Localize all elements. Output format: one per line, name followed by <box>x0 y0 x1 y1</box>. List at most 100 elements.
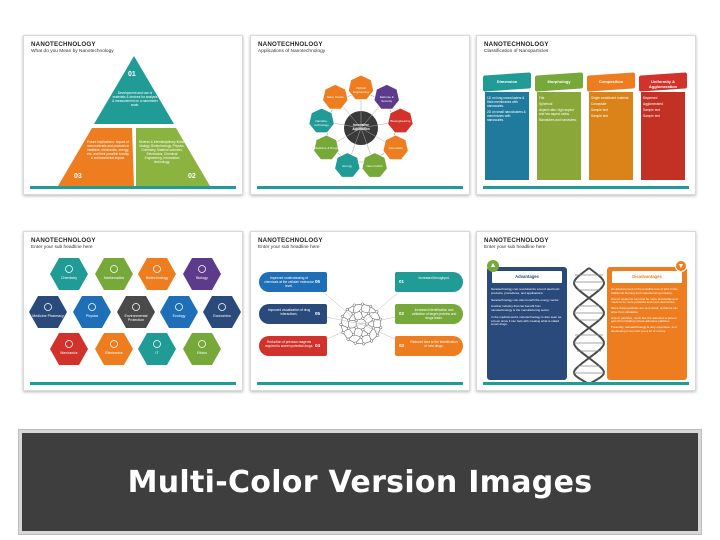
class-bullet: 2D on small nanoclusters & membranes wit… <box>487 110 526 122</box>
discipline-icon <box>175 303 183 311</box>
discipline-hexagon <box>73 296 111 328</box>
discipline-icon <box>44 303 52 311</box>
slide-definition[interactable]: NANOTECHNOLOGY What do you Mean by Nanot… <box>23 35 243 195</box>
slide-drug-discovery[interactable]: NANOTECHNOLOGY Enter your sub headline h… <box>250 231 470 391</box>
disadvantage-bullet: Since these particles are very small, pr… <box>611 306 678 314</box>
discipline-hexagon <box>117 296 155 328</box>
discipline-hexagon <box>29 296 67 328</box>
discipline-label: Ethics <box>197 351 207 355</box>
discipline-label: Chemistry <box>60 276 78 280</box>
benefit-pill-left <box>259 272 327 292</box>
class-bullet: Spherical <box>539 102 553 106</box>
discipline-hexagon <box>50 333 88 365</box>
discipline-label: Environmental Protection <box>124 314 148 323</box>
discipline-icon <box>132 303 140 311</box>
benefit-num: 04 <box>315 343 321 348</box>
disadvantage-bullet: Presently, nanotechnology is very expens… <box>611 325 677 333</box>
triangle-diagram <box>58 56 210 186</box>
discipline-icon <box>153 265 161 273</box>
class-bullet: Aspect ratio: high aspect and low aspect… <box>539 108 574 116</box>
disadvantage-bullet: Atomic particles, much like the asbestos… <box>611 315 677 324</box>
benefit-text: Reduction of previous reagents required … <box>264 340 314 348</box>
benefit-num: 05 <box>315 311 321 316</box>
app-hexagon <box>382 134 409 161</box>
advantages-panel <box>487 267 567 380</box>
class-bullet: Single constituent material <box>591 96 629 100</box>
slide-applications[interactable]: NANOTECHNOLOGY Applications of Nanotechn… <box>250 35 470 195</box>
discipline-label: Biology <box>196 276 208 280</box>
app-label: Nano Fabric <box>366 163 383 168</box>
slide-title: NANOTECHNOLOGY <box>484 237 549 244</box>
slide-disciplines[interactable]: NANOTECHNOLOGY Enter your sub headline h… <box>23 231 243 391</box>
item-num-01: 01 <box>128 71 136 78</box>
benefit-pill-left <box>259 304 327 324</box>
class-bullet: Flat <box>539 96 545 100</box>
discipline-label: Mathematics <box>103 276 125 280</box>
discipline-icon <box>110 265 118 273</box>
discipline-label: Biotechnology <box>145 276 169 280</box>
slide-subtitle: Enter your sub headline here <box>31 245 93 250</box>
class-column-title: Uniformity & Agglomeration <box>648 79 678 89</box>
discipline-hexagon <box>183 258 221 290</box>
app-label: Medicine & Drugs <box>314 146 339 150</box>
item-num-02: 02 <box>188 173 196 180</box>
discipline-label: Economics <box>213 314 231 318</box>
advantages-title: Advantages <box>515 274 539 279</box>
discipline-hexagon <box>203 296 241 328</box>
class-column-title: Morphology <box>547 79 571 84</box>
benefit-pill-left <box>259 336 327 356</box>
class-column-body <box>589 92 633 180</box>
app-label: Nano Device <box>326 95 344 100</box>
caption-banner: Multi-Color Version Images <box>18 429 702 535</box>
app-hexagon <box>308 107 335 134</box>
discipline-icon <box>218 303 226 311</box>
disadvantage-bullet: An advancement in the possible loss of j… <box>611 287 678 295</box>
slide-classification[interactable]: NANOTECHNOLOGY Classification of Nanopar… <box>476 35 696 195</box>
slide-footer-bar <box>30 186 236 189</box>
app-label: Bioengineering <box>390 119 411 124</box>
discipline-hexagon <box>160 296 198 328</box>
advantages-header <box>491 270 563 284</box>
slide-subtitle: Enter your sub headline here <box>258 245 320 250</box>
app-hexagon <box>322 83 349 110</box>
class-bullet: Nanotubes and nanowires. <box>539 118 577 122</box>
item-num-03: 03 <box>74 173 82 180</box>
slide-title: NANOTECHNOLOGY <box>31 237 96 244</box>
benefit-num: 01 <box>399 279 405 284</box>
class-bullet: Sample text <box>643 108 660 112</box>
app-label: Optical Engineering <box>352 86 369 94</box>
discipline-hexagon <box>138 333 176 365</box>
advantage-bullet: Nanotechnology can revolutionize a lot o… <box>491 287 560 295</box>
app-label: Nanobio-technology <box>314 119 329 127</box>
discipline-hexagon <box>138 258 176 290</box>
triangle-top-segment <box>94 56 174 124</box>
discipline-label: Ecology <box>172 314 186 318</box>
banner-title: Multi-Color Version Images <box>127 464 593 500</box>
class-column-body <box>641 92 685 180</box>
benefit-text: Improved visualization of drug interacti… <box>267 308 311 316</box>
slide-title: NANOTECHNOLOGY <box>484 41 549 48</box>
class-bullet: Sample text <box>591 114 608 118</box>
slide-subtitle: Classification of Nanoparticles <box>484 49 549 54</box>
discipline-hexagon <box>95 333 133 365</box>
advantage-bullet: Nanotechnology can also benefit the ener… <box>491 297 560 302</box>
class-bullet: Sample text <box>643 114 660 118</box>
slide-title: NANOTECHNOLOGY <box>258 41 323 48</box>
triangle-left-segment <box>58 128 134 186</box>
discipline-icon <box>88 303 96 311</box>
slide-footer-bar <box>257 186 463 189</box>
benefit-pill-right <box>395 336 463 356</box>
slide-footer-bar <box>483 186 689 189</box>
triangle-right-segment <box>136 128 210 186</box>
slide-footer-bar <box>257 382 463 385</box>
slide-pros-cons[interactable]: NANOTECHNOLOGY Enter your sub headline h… <box>476 231 696 391</box>
app-label: Energy <box>342 163 353 168</box>
benefit-text: Increased throughput. <box>418 276 450 280</box>
discipline-label: Electronics <box>105 351 123 355</box>
slide-title: NANOTECHNOLOGY <box>31 41 96 48</box>
app-label: Defense & Security <box>379 95 394 104</box>
discipline-hexagon <box>95 258 133 290</box>
app-hexagon <box>334 152 361 178</box>
thumbs-down-icon: ▼ <box>675 260 687 272</box>
disadvantages-title: Disadvantages <box>632 274 662 279</box>
